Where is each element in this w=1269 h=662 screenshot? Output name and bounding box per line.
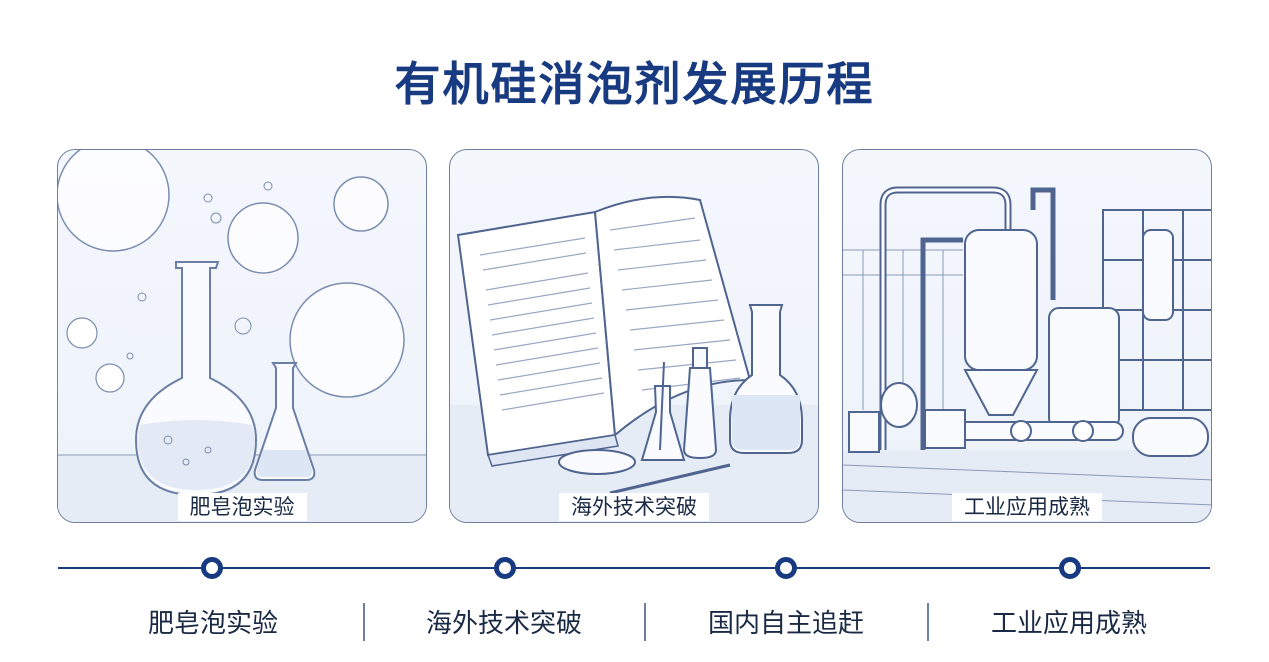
stage-label: 工业应用成熟 — [990, 609, 1147, 639]
panel-industrial-maturity: 工业应用成熟 — [842, 149, 1212, 523]
timeline-node — [1059, 557, 1081, 579]
timeline-line — [58, 567, 1210, 569]
book-lab-illustration — [450, 195, 818, 522]
stage-divider — [363, 603, 365, 641]
stage-label: 海外技术突破 — [425, 609, 582, 639]
timeline-node — [201, 557, 223, 579]
panel-label: 海外技术突破 — [559, 493, 709, 521]
panel-label: 工业应用成熟 — [952, 493, 1102, 521]
timeline-node — [494, 557, 516, 579]
page-title: 有机硅消泡剂发展历程 — [394, 57, 875, 111]
factory-illustration — [843, 186, 1211, 522]
panel-soap-bubble-experiment: 肥皂泡实验 — [57, 149, 427, 523]
stage-label: 国内自主追赶 — [707, 609, 864, 639]
timeline-node — [775, 557, 797, 579]
stage-divider — [644, 603, 646, 641]
panel-overseas-breakthrough: 海外技术突破 — [449, 149, 819, 523]
panel-label: 肥皂泡实验 — [177, 493, 307, 521]
stage-label: 肥皂泡实验 — [147, 609, 278, 639]
flask-bubbles-illustration — [58, 150, 426, 522]
stage-divider — [927, 603, 929, 641]
